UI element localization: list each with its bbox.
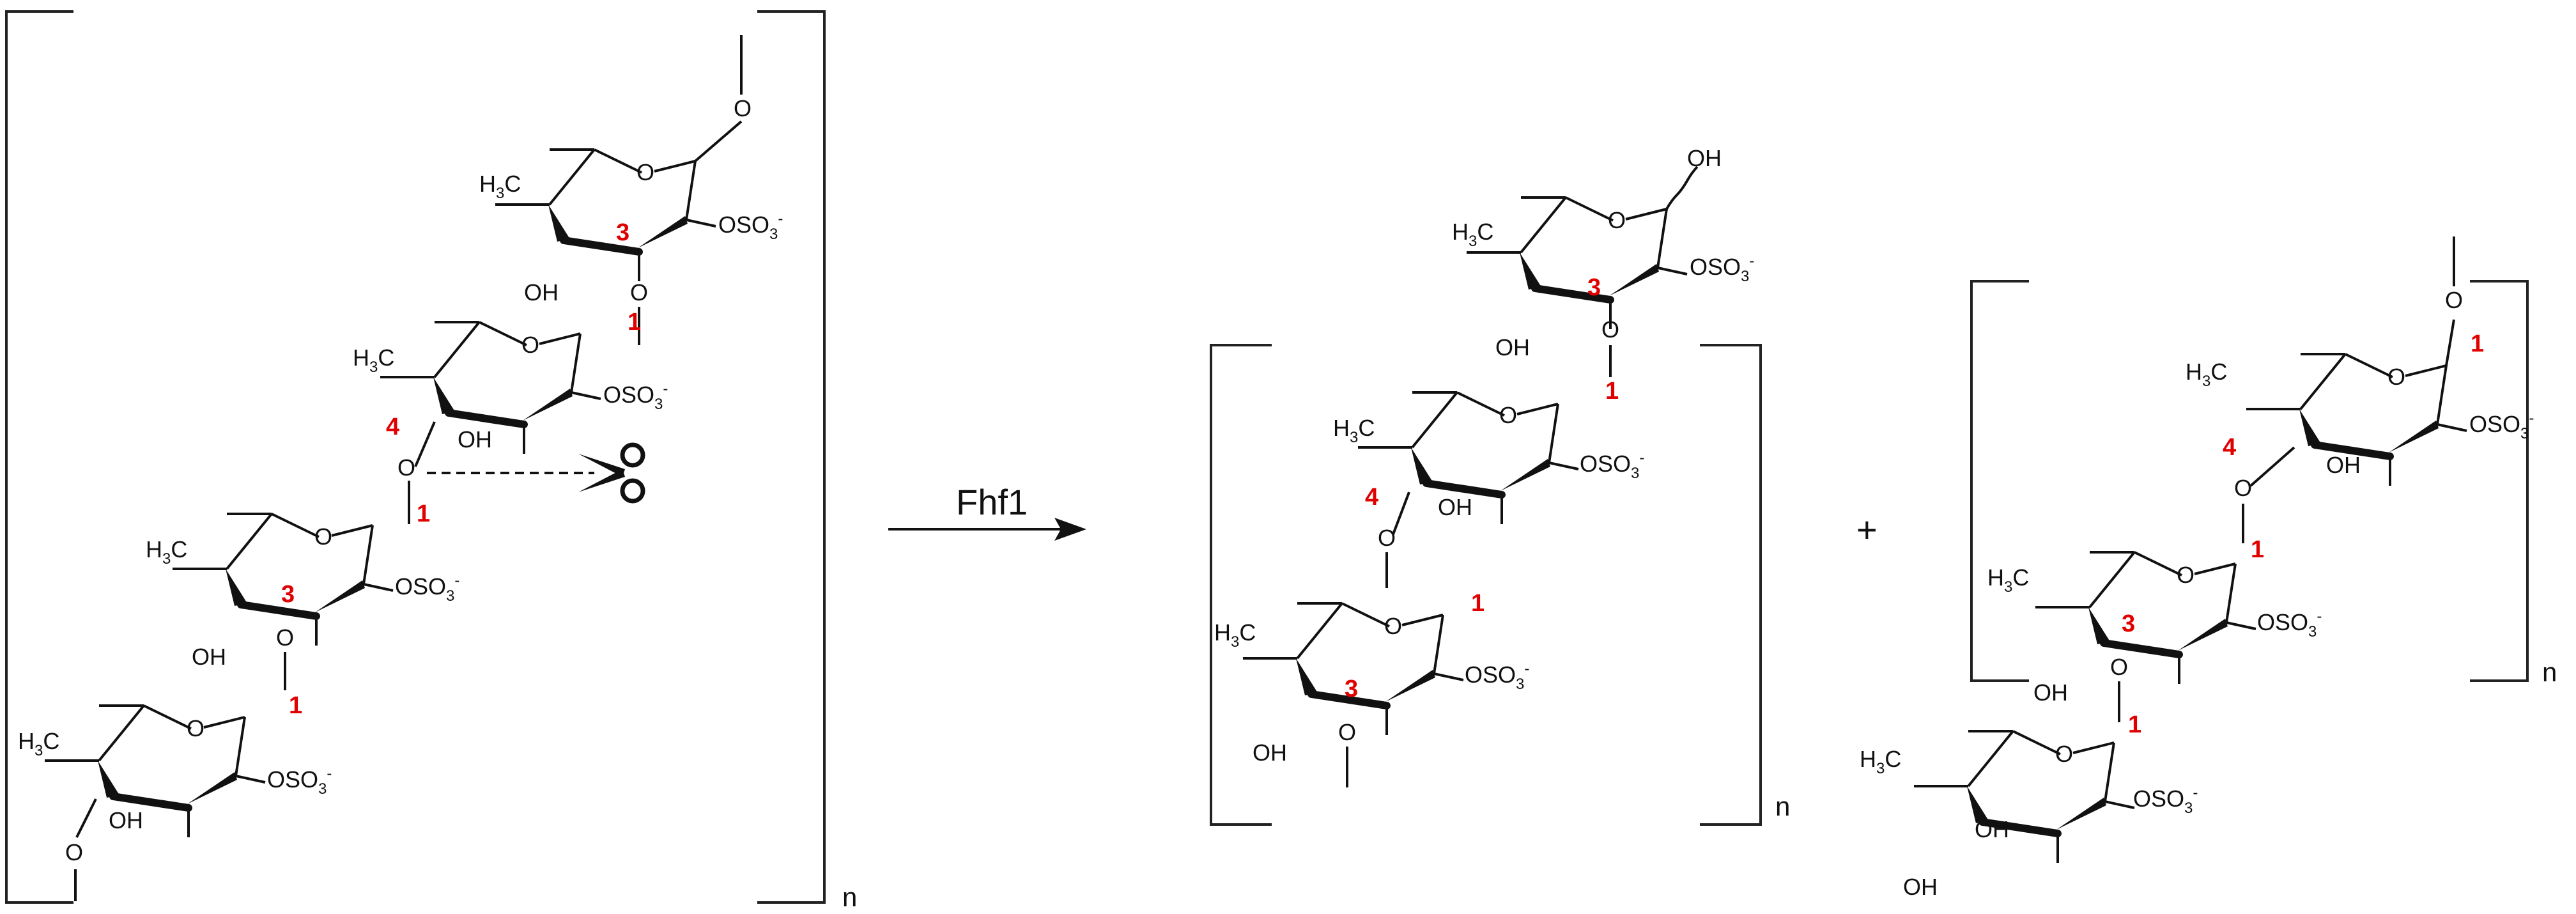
position-1-label: 1	[289, 692, 302, 719]
label-oso3: OSO3-	[1580, 449, 1644, 482]
position-1-label: 1	[1605, 378, 1619, 405]
position-1-label: 1	[2251, 536, 2264, 563]
label-h3c: H3C	[1452, 219, 1493, 250]
label-o: O	[2445, 287, 2463, 313]
label-o: O	[1384, 613, 1402, 639]
label-oso3: OSO3-	[267, 765, 332, 798]
label-o: O	[314, 523, 332, 550]
label-oh: OH	[1975, 816, 2009, 842]
position-3-label: 3	[616, 219, 629, 246]
position-4-label: 4	[386, 414, 399, 440]
position-3-label: 3	[2122, 610, 2135, 637]
position-1-label: 1	[2128, 711, 2141, 738]
product-reducing-end: n OH O H3C OSO3- OH 3 O 1 O H3C OSO3- OH…	[1210, 145, 1790, 826]
label-h3c: H3C	[479, 171, 521, 202]
label-oso3: OSO3-	[2133, 784, 2198, 817]
plus-sign: +	[1856, 509, 1878, 550]
substrate-polymer: n O O H3C OSO3- OH 3 O 1 O H3C OSO3- OH …	[5, 10, 857, 912]
label-h3c: H3C	[146, 536, 187, 568]
label-oso3: OSO3-	[1465, 660, 1529, 693]
right-bracket	[757, 10, 826, 904]
label-o: O	[636, 159, 654, 185]
left-bracket	[1210, 344, 1272, 826]
position-1-label: 1	[1471, 590, 1485, 617]
label-oh: OH	[2326, 452, 2361, 478]
label-oh: OH	[458, 426, 492, 453]
label-o: O	[2055, 741, 2073, 767]
label-oh: OH	[1253, 740, 1287, 766]
label-oh: OH	[2033, 679, 2068, 706]
label-h3c: H3C	[1214, 619, 1256, 651]
label-o: O	[521, 332, 539, 358]
label-o: O	[1608, 207, 1626, 233]
position-1-label: 1	[2471, 330, 2484, 357]
label-h3c: H3C	[18, 728, 59, 759]
scissors-icon	[578, 442, 645, 504]
position-4-label: 4	[1365, 484, 1378, 511]
label-oh: OH	[192, 644, 226, 670]
label-oh: OH	[1438, 494, 1472, 520]
label-oh: OH	[1687, 145, 1722, 171]
label-h3c: H3C	[1333, 415, 1375, 446]
repeat-n-label: n	[1775, 791, 1790, 821]
label-o: O	[2110, 654, 2128, 680]
label-oso3: OSO3-	[603, 380, 668, 413]
label-o: O	[187, 715, 204, 741]
label-h3c: H3C	[1987, 564, 2029, 596]
label-o: O	[1338, 719, 1356, 745]
label-oh: OH	[1903, 874, 1938, 900]
repeat-n-label: n	[842, 882, 857, 912]
label-o: O	[397, 454, 415, 481]
product-non-reducing-end: n O O 1 H3C OSO3- OH 4 O 1 O H3C OSO3- O…	[1860, 236, 2557, 900]
label-o: O	[65, 839, 83, 865]
label-o: O	[276, 624, 294, 651]
right-bracket	[1700, 344, 1762, 826]
label-o: O	[630, 279, 648, 306]
label-o: O	[2234, 475, 2252, 501]
label-oh: OH	[524, 279, 559, 306]
label-oso3: OSO3-	[1690, 252, 1754, 285]
left-bracket	[1970, 280, 2029, 682]
right-bracket	[2470, 280, 2529, 682]
label-oso3: OSO3-	[2257, 608, 2322, 640]
label-o: O	[1378, 525, 1396, 551]
label-oso3: OSO3-	[2469, 410, 2534, 442]
label-oso3: OSO3-	[395, 572, 459, 605]
label-o: O	[1499, 402, 1517, 428]
reaction-arrow: Fhf1	[888, 482, 1086, 541]
position-1-label: 1	[628, 309, 641, 336]
label-h3c: H3C	[353, 345, 394, 376]
label-o: O	[1601, 316, 1619, 343]
position-3-label: 3	[1345, 676, 1358, 702]
label-oso3: OSO3-	[718, 210, 783, 243]
label-o: O	[734, 95, 752, 121]
label-h3c: H3C	[1860, 746, 1901, 777]
label-oh: OH	[109, 807, 143, 833]
label-h3c: H3C	[2186, 359, 2227, 390]
position-1-label: 1	[417, 500, 430, 527]
position-4-label: 4	[2223, 434, 2236, 461]
label-o: O	[2387, 364, 2405, 390]
label-o: O	[2177, 562, 2194, 588]
repeat-n-label: n	[2542, 657, 2557, 687]
arrow-head	[1054, 518, 1086, 541]
position-3-label: 3	[281, 581, 295, 608]
label-oh: OH	[1495, 334, 1530, 360]
enzyme-label: Fhf1	[956, 482, 1028, 522]
position-3-label: 3	[1587, 274, 1601, 301]
left-bracket	[5, 10, 73, 904]
